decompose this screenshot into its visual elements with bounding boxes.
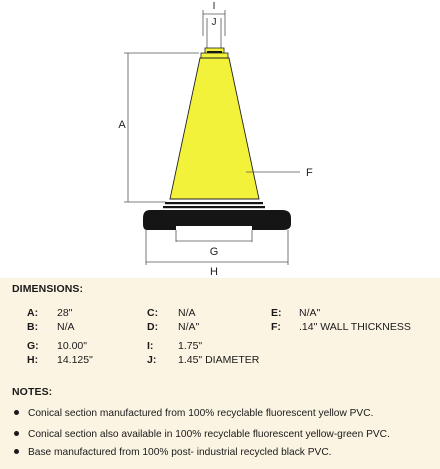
- label-j: J: [212, 17, 217, 28]
- bullet-icon: [14, 409, 19, 415]
- specs-panel: DIMENSIONS: A: 28" C: N/A E: N/A" B: N/A…: [0, 278, 440, 469]
- label-f: F: [306, 167, 313, 179]
- dim-key-e: E:: [271, 307, 282, 319]
- label-i: I: [213, 1, 216, 12]
- label-a: A: [118, 119, 126, 131]
- dim-key-b: B:: [27, 321, 39, 333]
- note-text: Conical section also available in 100% r…: [28, 429, 390, 440]
- cone-base: [143, 210, 291, 230]
- cone-stripe: [165, 202, 263, 205]
- dimension-h: [145, 230, 289, 265]
- dimension-i: [202, 10, 226, 36]
- dim-key-d: D:: [147, 321, 159, 333]
- dim-val-e: N/A": [299, 307, 321, 319]
- cone-diagram: I J A F G H: [118, 1, 313, 278]
- dimension-a: [124, 52, 199, 203]
- cone-stripe: [163, 206, 265, 209]
- dim-key-h: H:: [27, 354, 39, 366]
- dimensions-title: DIMENSIONS:: [12, 283, 84, 295]
- dim-val-h: 14.125": [57, 354, 93, 366]
- dim-val-j: 1.45" DIAMETER: [178, 354, 260, 366]
- note-item: Base manufactured from 100% post- indust…: [14, 447, 332, 458]
- bullet-icon: [14, 448, 19, 454]
- label-g: G: [210, 246, 219, 258]
- dim-key-f: F:: [271, 321, 281, 333]
- cone-cap: [200, 47, 229, 59]
- dim-key-i: I:: [147, 340, 154, 352]
- dim-val-i: 1.75": [178, 340, 203, 352]
- dim-val-d: N/A": [178, 321, 200, 333]
- dimension-row: H: 14.125" J: 1.45" DIAMETER: [0, 354, 440, 368]
- note-text: Conical section manufactured from 100% r…: [28, 408, 374, 419]
- notes-title: NOTES:: [12, 386, 53, 398]
- dim-key-g: G:: [27, 340, 39, 352]
- dim-key-a: A:: [27, 307, 39, 319]
- dim-val-c: N/A: [178, 307, 196, 319]
- note-item: Conical section also available in 100% r…: [14, 429, 390, 440]
- dim-val-f: .14" WALL THICKNESS: [299, 321, 411, 333]
- cone-body: [169, 57, 260, 200]
- dimension-row: A: 28" C: N/A E: N/A": [0, 307, 440, 321]
- dimension-row: B: N/A D: N/A" F: .14" WALL THICKNESS: [0, 321, 440, 335]
- bullet-icon: [14, 430, 19, 436]
- note-item: Conical section manufactured from 100% r…: [14, 408, 373, 419]
- dim-key-j: J:: [147, 354, 157, 366]
- dim-val-a: 28": [57, 307, 73, 319]
- label-h: H: [210, 266, 218, 278]
- dimension-g: [175, 230, 253, 242]
- dim-val-b: N/A: [57, 321, 75, 333]
- note-text: Base manufactured from 100% post- indust…: [28, 447, 332, 458]
- dim-val-g: 10.00": [57, 340, 88, 352]
- dim-key-c: C:: [147, 307, 159, 319]
- dimension-j: [206, 18, 222, 48]
- dimension-row: G: 10.00" I: 1.75": [0, 340, 440, 354]
